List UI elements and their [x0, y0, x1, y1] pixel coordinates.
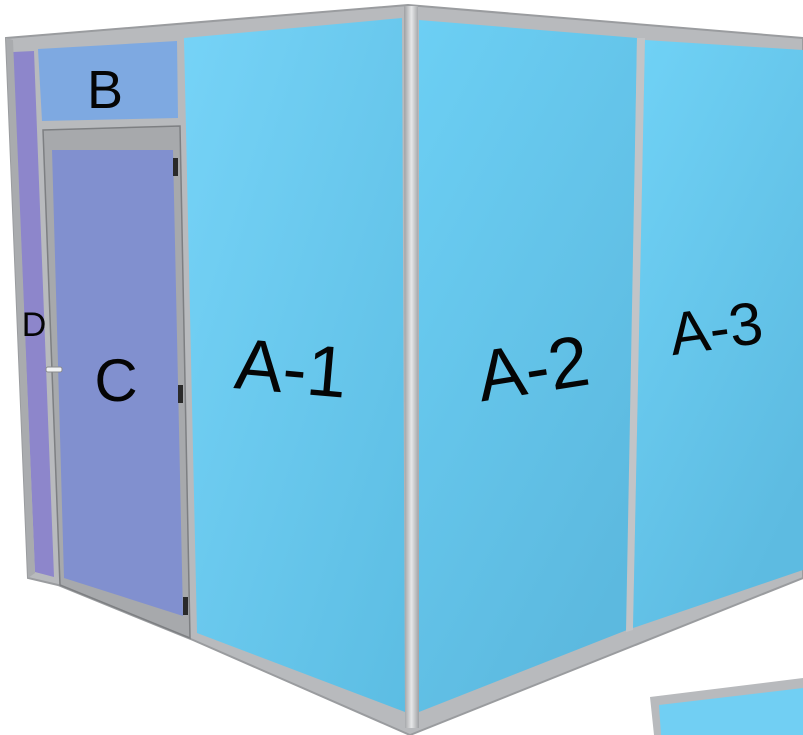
panel-d	[13, 51, 54, 577]
door-handle-icon	[45, 366, 63, 373]
door-hinge-middle	[178, 385, 183, 403]
label-a2: A-2	[471, 321, 594, 418]
label-a1: A-1	[232, 324, 351, 413]
panel-a1	[184, 18, 405, 712]
panel-b	[38, 41, 178, 121]
panel-c	[52, 150, 183, 616]
label-d: D	[22, 306, 47, 344]
partial-booth-panel	[659, 688, 803, 735]
label-a3: A-3	[665, 289, 767, 368]
divider-post	[626, 38, 645, 632]
panel-a2	[419, 20, 637, 712]
label-c: C	[94, 347, 137, 414]
panel-a3	[633, 40, 803, 628]
label-b: B	[87, 60, 123, 120]
door-hinge-top	[173, 158, 178, 176]
corner-post	[404, 6, 419, 728]
left-post	[6, 38, 35, 578]
door-hinge-bottom	[183, 597, 188, 615]
